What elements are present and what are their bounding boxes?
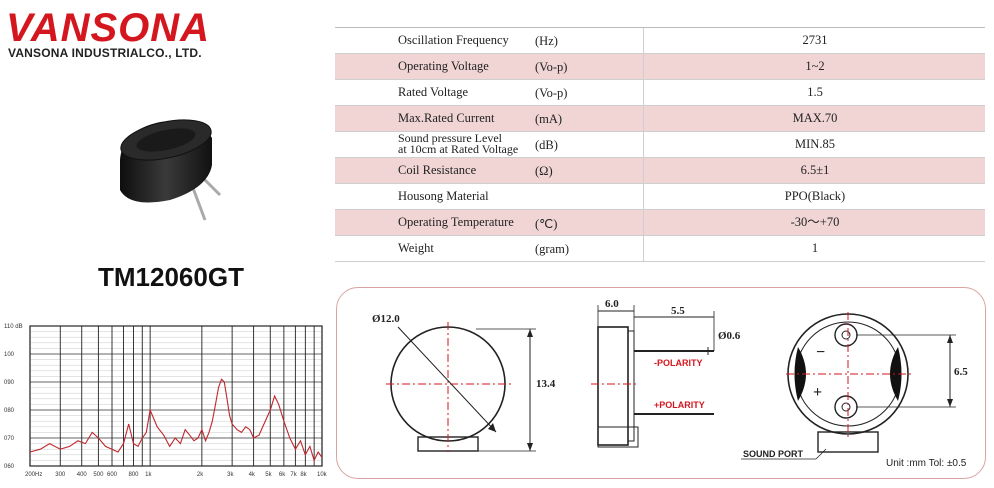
brand-logo: VANSONA	[6, 6, 211, 50]
spec-value: MIN.85	[643, 132, 986, 157]
top-view: Ø12.0 13.4	[372, 313, 556, 452]
spec-unit: (Vo-p)	[535, 60, 568, 74]
mechanical-drawing: Ø12.0 13.4 6.0 5.5 Ø0.6 -POLARITY +POLAR…	[372, 298, 968, 460]
chart-x-tick: 10k	[317, 472, 328, 478]
spec-row: Coil Resistance (Ω) 6.5±1	[335, 158, 985, 184]
spec-param-line2: at 10cm at Rated Voltage	[398, 142, 519, 156]
spec-param-line1: Sound pressure Level	[398, 131, 502, 145]
chart-x-tick: 6k	[279, 472, 286, 478]
drawing-frame	[336, 287, 986, 479]
pin-pitch-label: 6.5	[954, 366, 968, 378]
spec-row: Operating Temperature (℃) -30～+70	[335, 210, 985, 236]
chart-y-tick: 110 dB	[4, 324, 23, 330]
spec-param: Oscillation Frequency	[398, 33, 509, 47]
spec-row: Weight (gram) 1	[335, 236, 985, 262]
chart-y-tick: 070	[4, 436, 15, 442]
spec-value: 1~2	[643, 54, 986, 79]
spec-value: 1.5	[643, 80, 986, 105]
product-photo	[120, 119, 222, 221]
side-view: 6.0 5.5 Ø0.6 -POLARITY +POLARITY	[591, 298, 741, 448]
spec-param: Weight	[398, 241, 434, 255]
spec-param: Rated Voltage	[398, 85, 469, 99]
spec-unit: (℃)	[535, 217, 558, 231]
chart-y-tick: 060	[4, 464, 15, 470]
product-model: TM12060GT	[98, 262, 244, 292]
spec-row: Housong Material PPO(Black)	[335, 184, 985, 210]
chart-y-tick: 080	[4, 408, 15, 414]
chart-x-tick: 800	[128, 472, 139, 478]
chart-plot-area	[29, 325, 323, 467]
diameter-label: Ø12.0	[372, 313, 400, 325]
sound-port-label: SOUND PORT	[743, 449, 804, 459]
pin-diameter-label: Ø0.6	[718, 330, 741, 342]
spec-table: Oscillation Frequency (Hz) 2731 Operatin…	[335, 27, 985, 262]
spec-row: Oscillation Frequency (Hz) 2731	[335, 28, 985, 54]
chart-x-tick: 300	[55, 472, 66, 478]
neg-polarity-label: -POLARITY	[654, 358, 703, 368]
spec-row: Operating Voltage (Vo-p) 1~2	[335, 54, 985, 80]
minus-sign: −	[816, 344, 825, 361]
unit-note: Unit :mm Tol: ±0.5	[886, 458, 967, 469]
chart-y-tick: 100	[4, 352, 15, 358]
chart-x-tick: 8k	[300, 472, 307, 478]
height-label: 13.4	[536, 378, 556, 390]
spec-param: Operating Temperature	[398, 215, 514, 229]
chart-x-tick: 400	[77, 472, 88, 478]
spec-value: MAX.70	[643, 106, 986, 131]
spec-value: 1	[643, 236, 986, 261]
chart-x-tick: 4k	[249, 472, 256, 478]
spec-row: Rated Voltage (Vo-p) 1.5	[335, 80, 985, 106]
spec-unit: (Vo-p)	[535, 86, 568, 100]
spec-param: Coil Resistance	[398, 163, 477, 177]
spec-param: Max.Rated Current	[398, 111, 495, 125]
spec-value: -30～+70	[643, 210, 986, 235]
spec-unit: (Ω)	[535, 164, 553, 178]
chart-x-tick: 3k	[227, 472, 234, 478]
spec-value: PPO(Black)	[643, 184, 986, 209]
spec-value: 6.5±1	[643, 158, 986, 183]
chart-y-tick: 090	[4, 380, 15, 386]
chart-x-tick: 200Hz	[25, 472, 42, 478]
spec-unit: (dB)	[535, 138, 558, 152]
chart-x-tick: 7k	[290, 472, 297, 478]
spec-unit: (gram)	[535, 242, 570, 256]
bottom-view: − + 6.5 SOUND PORT	[741, 312, 968, 460]
spec-row: Max.Rated Current (mA) MAX.70	[335, 106, 985, 132]
pos-polarity-label: +POLARITY	[654, 400, 705, 410]
chart-x-tick: 500	[93, 472, 104, 478]
chart-x-tick: 2k	[197, 472, 204, 478]
spec-param: Housong Material	[398, 189, 489, 203]
plus-sign: +	[813, 384, 822, 401]
pin-offset-label: 5.5	[671, 305, 685, 317]
side-width-label: 6.0	[605, 298, 619, 310]
chart-x-tick: 5k	[265, 472, 272, 478]
company-name: VANSONA INDUSTRIALCO., LTD.	[8, 46, 202, 60]
chart-series-line	[29, 378, 323, 462]
spec-value: 2731	[643, 28, 986, 53]
spec-unit: (Hz)	[535, 34, 558, 48]
chart-x-tick: 1k	[145, 472, 152, 478]
spec-param: Operating Voltage	[398, 59, 489, 73]
chart-x-tick: 600	[107, 472, 118, 478]
spec-unit: (mA)	[535, 112, 563, 126]
